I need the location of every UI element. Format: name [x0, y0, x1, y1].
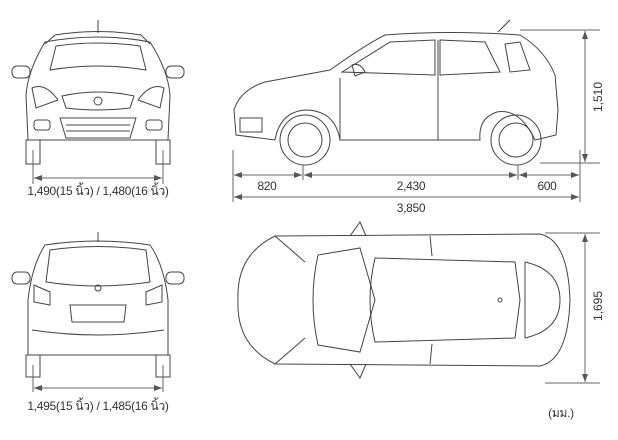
rear-view-drawing: [11, 232, 185, 378]
wheelbase-label: 2,430: [396, 179, 426, 193]
unit-label: (มม.): [548, 406, 574, 420]
front-overhang-label: 820: [257, 179, 277, 193]
front-track-label: 1,490(15 นิ้ว) / 1,480(16 นิ้ว): [27, 184, 169, 198]
height-label: 1,510: [591, 81, 605, 113]
rear-track-label: 1,495(15 นิ้ว) / 1,485(16 นิ้ว): [27, 399, 169, 413]
rear-overhang-label: 600: [537, 179, 557, 193]
dimension-lines: [32, 29, 600, 392]
overall-length-label: 3,850: [396, 201, 426, 215]
side-view-drawing: [233, 19, 559, 166]
front-view-drawing: [11, 20, 185, 165]
width-label: 1,695: [591, 290, 605, 322]
top-view-drawing: [237, 220, 571, 380]
